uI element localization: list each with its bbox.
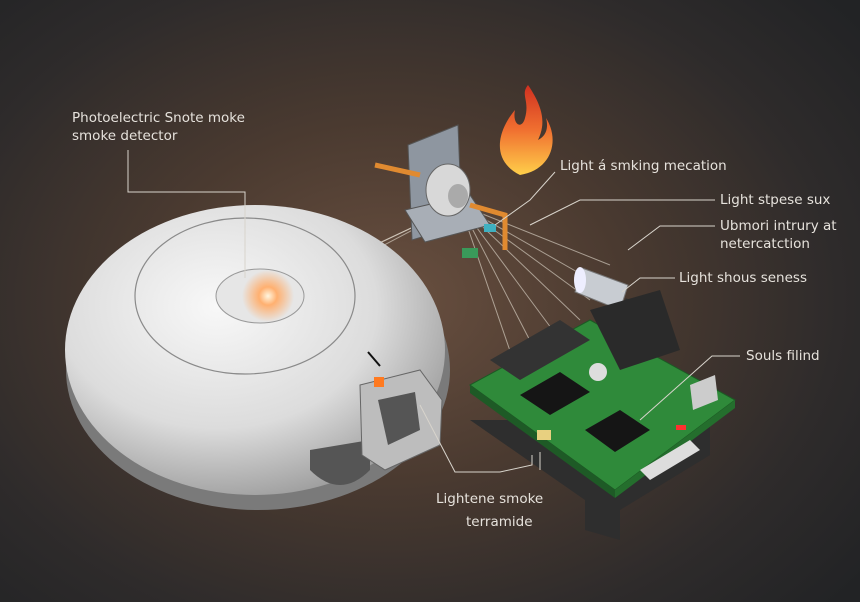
label-stpese: Light stpese sux — [720, 192, 831, 208]
light-source-bracket — [374, 124, 508, 258]
label-detector-line2: smoke detector — [72, 128, 178, 144]
label-smoking-location: Light á smking mecation — [560, 158, 727, 174]
label-intrury-line2: netercatction — [720, 236, 810, 252]
label-lightene-line1: Lightene smoke — [436, 491, 544, 507]
label-lightene: Lightene smoke terramide — [436, 488, 543, 534]
label-intrury-line1: Ubmori intrury at — [720, 218, 837, 234]
label-souls: Souls filind — [746, 348, 820, 364]
sensor-chamber — [359, 351, 443, 471]
detector-body — [65, 205, 450, 510]
flame-icon — [499, 85, 553, 175]
led-glow — [242, 270, 294, 322]
label-lightene-line2: terramide — [466, 514, 533, 530]
label-shous: Light shous seness — [679, 270, 807, 286]
circuit-board — [469, 290, 736, 540]
label-detector: Photoelectric Snote moke smoke detector — [72, 109, 245, 145]
leader-lines — [127, 150, 740, 473]
label-detector-line1: Photoelectric Snote moke — [72, 110, 245, 126]
label-intrury: Ubmori intrury at netercatction — [720, 217, 837, 253]
